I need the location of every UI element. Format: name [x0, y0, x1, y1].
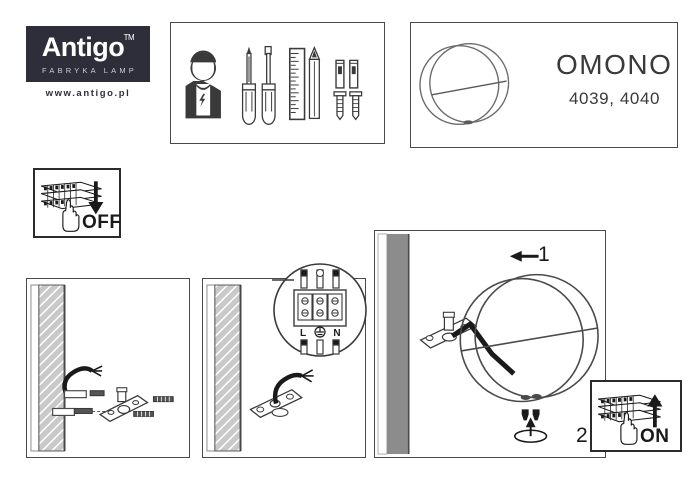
wall-edge [377, 233, 410, 455]
power-off-panel: OFF [33, 168, 121, 238]
earth-symbol-icon [314, 326, 326, 338]
terminal-block-illustration: L N [272, 263, 367, 357]
power-off-label: OFF [82, 212, 122, 233]
electrician-icon [185, 50, 221, 119]
arrow-up-icon [647, 394, 663, 428]
tools-panel [170, 22, 385, 144]
product-codes: 4039, 4040 [569, 89, 661, 108]
mounting-bracket [249, 388, 303, 419]
step-1-illustration [30, 284, 174, 452]
terminal-wires-bottom [300, 339, 340, 355]
hand-icon [620, 412, 638, 445]
step-1-panel [26, 278, 190, 458]
screw-icon [333, 91, 363, 121]
terminal-wires-top [300, 269, 340, 289]
terminal-block-detail: L N [272, 262, 368, 358]
product-lamp-icon [419, 42, 510, 126]
terminal-label-live: L [300, 328, 306, 339]
circuit-breaker-on-icon [598, 394, 663, 445]
wall-cross-section [206, 284, 242, 452]
brand-logo: Antigo TM FABRYKA LAMP [26, 26, 150, 82]
round-lamp-body [459, 273, 599, 403]
brand-tagline: FABRYKA LAMP [42, 65, 137, 75]
step-1-arrow-icon [509, 250, 539, 262]
brand-website: www.antigo.pl [45, 88, 131, 99]
terminal-label-neutral: N [333, 328, 340, 339]
tools-illustration [185, 45, 363, 125]
step-marker-1: 1 [538, 243, 550, 266]
tighten-symbol-icon [513, 417, 548, 443]
arrow-down-icon [88, 181, 104, 215]
hand-icon [62, 199, 80, 232]
step-2-illustration [206, 284, 314, 452]
set-screw-icons [521, 409, 540, 421]
mounting-bracket [419, 311, 478, 349]
step-marker-2: 2 [576, 424, 588, 447]
mains-cable [62, 365, 103, 396]
step-3-illustration [377, 233, 599, 455]
trademark-symbol: TM [123, 32, 135, 42]
wall-anchor-icon [335, 59, 359, 89]
brand-name: Antigo TM [41, 31, 135, 62]
mains-cable [272, 369, 314, 405]
product-name: OMONO [556, 49, 673, 80]
breaker-panel-icon [598, 394, 661, 423]
loose-screws [133, 396, 174, 417]
terminal-block-body [293, 289, 347, 327]
lamp-set-screws [520, 394, 542, 401]
brand-name-text: Antigo [41, 31, 125, 62]
mounting-bracket [98, 387, 149, 423]
power-on-panel: ON [590, 380, 682, 452]
phillips-screwdriver-icon [241, 46, 257, 125]
ruler-icon [289, 47, 306, 121]
step-3-panel: 1 2 [374, 230, 606, 458]
wall-cross-section [30, 284, 66, 452]
flathead-screwdriver-icon [261, 45, 276, 125]
circuit-breaker-off-icon [40, 181, 104, 232]
product-title-panel: OMONO 4039, 4040 [410, 22, 678, 148]
power-on-label: ON [640, 426, 670, 447]
pencil-icon [308, 45, 321, 120]
